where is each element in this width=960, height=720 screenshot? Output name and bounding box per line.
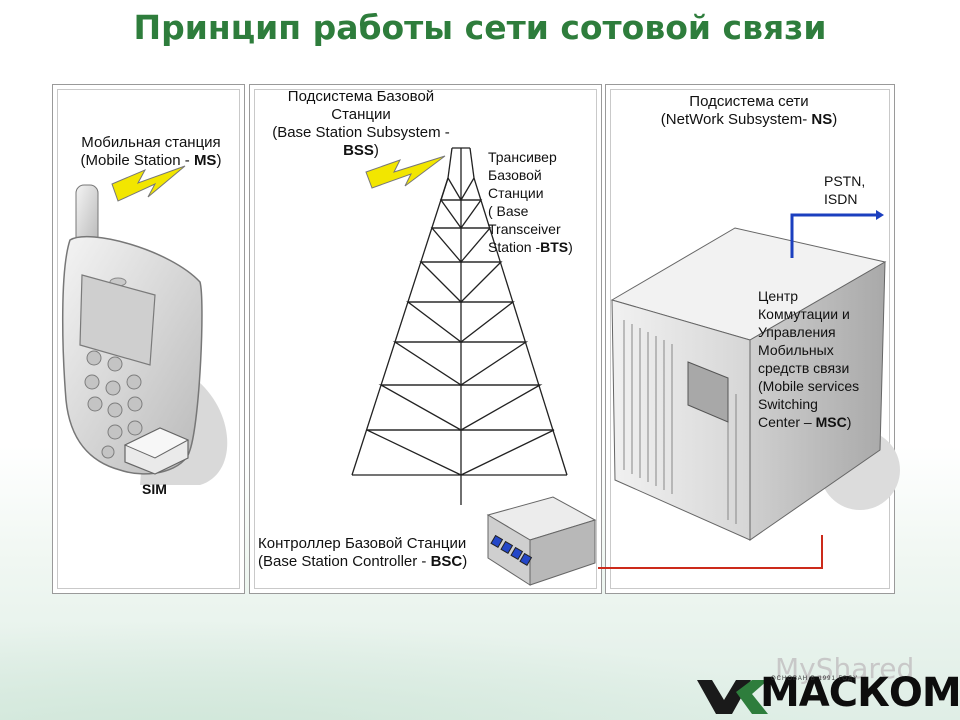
bss-label-line4: BSS) xyxy=(343,142,379,159)
bsc-label-line2: (Base Station Controller - BSC) xyxy=(258,553,468,570)
msc-label: Центр Коммутации и Управления Мобильных … xyxy=(758,287,888,431)
pstn-line2: ISDN xyxy=(824,191,858,207)
ms-label-line2: (Mobile Station - MS) xyxy=(80,152,222,169)
bts-line: Базовой xyxy=(488,167,542,183)
msc-line: средств связи xyxy=(758,360,850,376)
bts-label: Трансивер Базовой Станции ( Base Transce… xyxy=(488,148,598,256)
ns-label: Подсистема сети (NetWork Subsystem- NS) xyxy=(625,93,873,129)
msc-line: Управления xyxy=(758,324,836,340)
page-title: Принцип работы сети сотовой связи xyxy=(133,8,827,47)
background-wave xyxy=(0,600,960,720)
bsc-msc-link xyxy=(598,535,823,569)
watermark-text: MyShared xyxy=(775,652,915,685)
bts-line-last: Station -BTS) xyxy=(488,239,573,255)
ms-label-line1: Мобильная станция xyxy=(81,134,221,151)
bts-line: Transceiver xyxy=(488,221,561,237)
mobile-phone-icon xyxy=(61,184,203,475)
bss-label-line3: (Base Station Subsystem - xyxy=(272,124,450,141)
ns-label-line1: Подсистема сети xyxy=(689,93,809,110)
bss-label-line2: Станции xyxy=(331,106,391,123)
company-logo-text: МАСКОМ xyxy=(760,670,960,716)
bsc-label: Контроллер Базовой Станции (Base Station… xyxy=(258,535,498,571)
sim-label: SIM xyxy=(142,481,167,497)
pstn-arrow xyxy=(790,210,884,258)
ns-label-line2: (NetWork Subsystem- NS) xyxy=(660,111,838,128)
msc-line: (Mobile services xyxy=(758,378,860,394)
pstn-line1: PSTN, xyxy=(824,173,866,189)
tower-icon xyxy=(351,147,568,505)
lightning-icon xyxy=(365,155,446,189)
bsc-device-icon xyxy=(486,496,597,586)
msc-server-icon xyxy=(610,227,887,541)
bts-line: Станции xyxy=(488,185,544,201)
pstn-label: PSTN, ISDN xyxy=(824,172,865,208)
bsc-label-line1: Контроллер Базовой Станции xyxy=(258,535,467,552)
company-logo-subtitle: ОСНОВАН В 1991 ГОДУ xyxy=(771,676,858,682)
msc-line: Switching xyxy=(758,396,818,412)
bts-line: Трансивер xyxy=(488,149,557,165)
msc-line-last: Center – MSC) xyxy=(758,414,852,430)
sim-card-icon xyxy=(123,427,190,475)
bss-label-line1: Подсистема Базовой xyxy=(287,88,435,105)
ms-label: Мобильная станция (Mobile Station - MS) xyxy=(66,134,236,170)
msc-line: Мобильных xyxy=(758,342,834,358)
lightning-icon xyxy=(111,165,186,202)
msc-line: Коммутации и xyxy=(758,306,850,322)
bss-label: Подсистема Базовой Станции (Base Station… xyxy=(252,88,470,160)
company-logo-mark xyxy=(697,680,768,714)
bts-line: ( Base xyxy=(488,203,529,219)
msc-line: Центр xyxy=(758,288,799,304)
